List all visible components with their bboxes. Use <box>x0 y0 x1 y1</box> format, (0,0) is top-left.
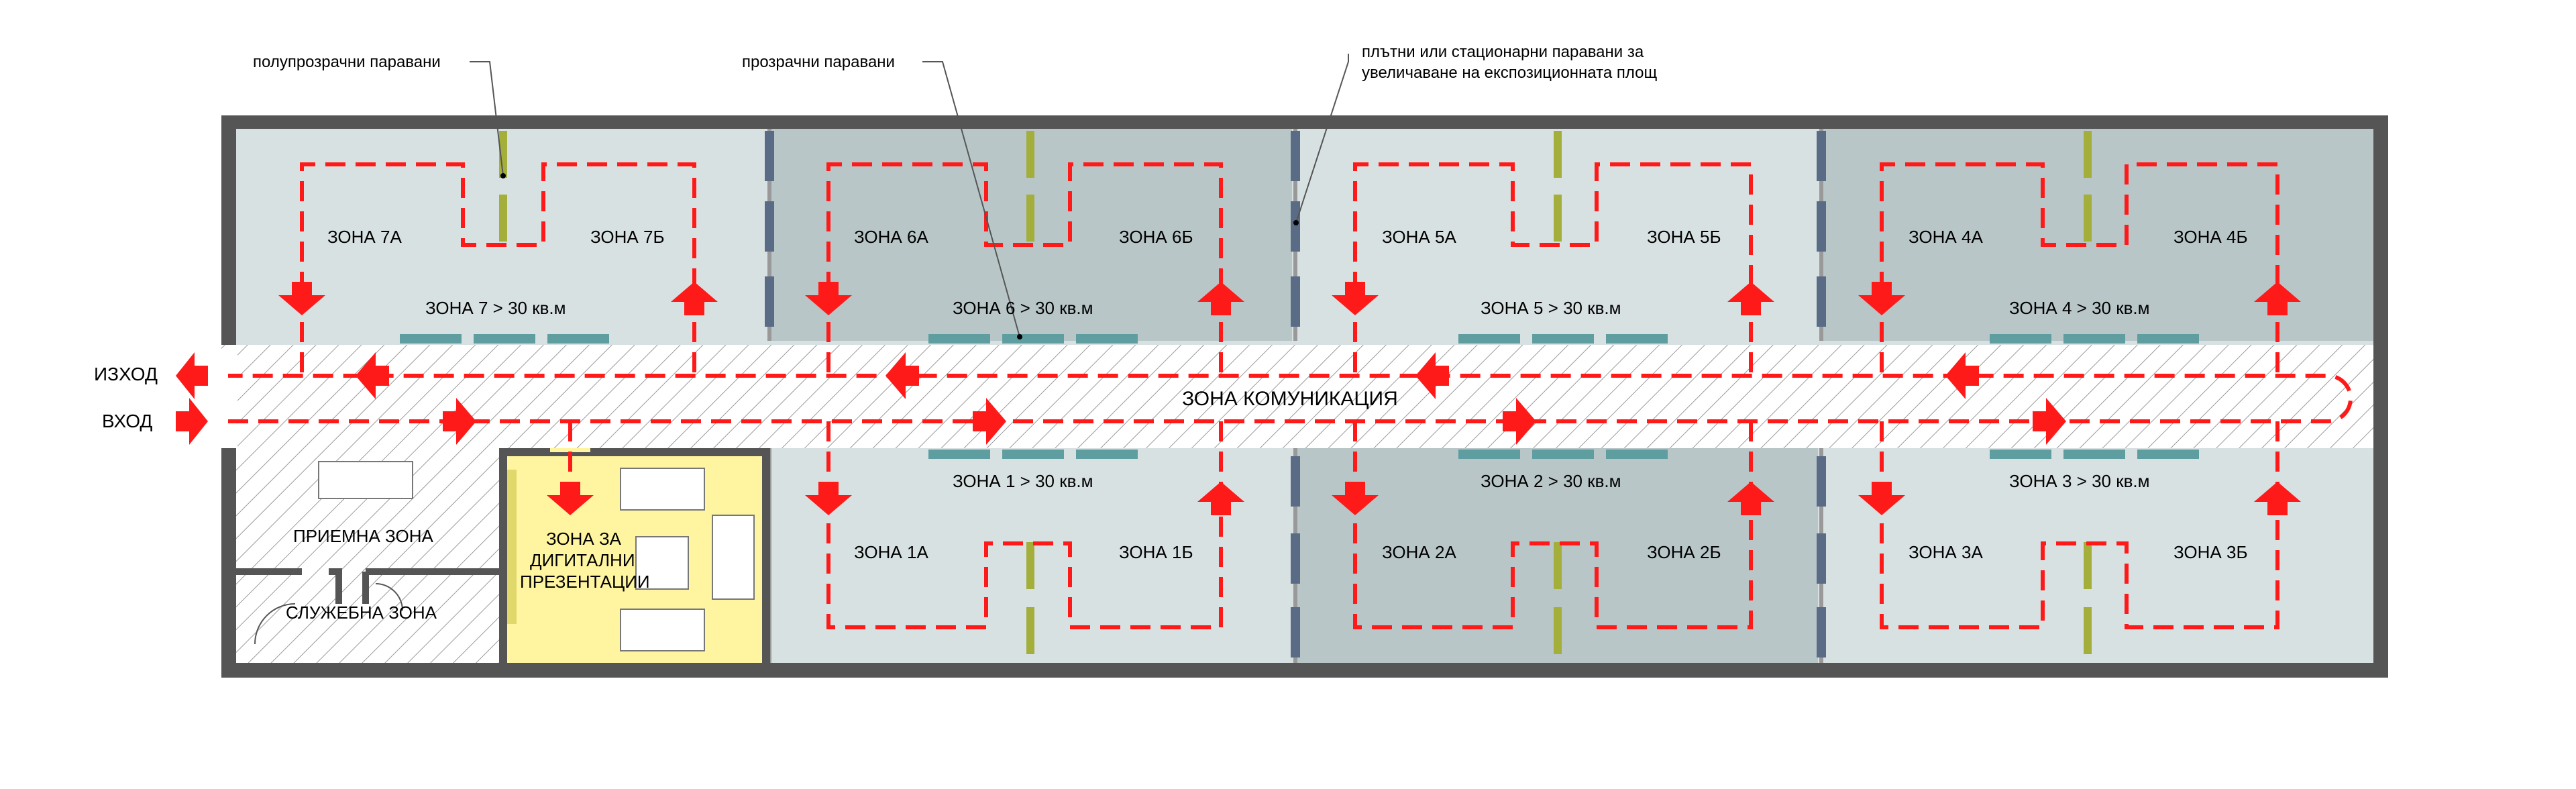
entrance-gap <box>208 349 237 448</box>
arrow-left-icon <box>885 352 919 399</box>
zone-5-area: ЗОНА 5 > 30 кв.м <box>1481 298 1621 318</box>
digital-label-line3: ПРЕЗЕНТАЦИИ <box>520 572 650 592</box>
annotation-leaders <box>470 54 1349 337</box>
arrow-down-icon <box>805 282 852 315</box>
zone-2b-label: ЗОНА 2Б <box>1647 542 1721 562</box>
zone-7b-label: ЗОНА 7Б <box>590 227 665 247</box>
arrow-right-icon <box>973 398 1006 445</box>
service-zone-walls <box>236 568 499 604</box>
annotation-translucent-screens: полупрозрачни паравани <box>253 53 441 71</box>
zone-6a-label: ЗОНА 6А <box>854 227 928 247</box>
showcases-bottom <box>928 450 2199 459</box>
zone-3-area: ЗОНА 3 > 30 кв.м <box>2009 471 2150 491</box>
service-label: СЛУЖЕБНА ЗОНА <box>286 602 437 623</box>
service-door-swing <box>254 603 296 645</box>
table <box>635 536 689 590</box>
arrow-down-icon <box>547 482 594 515</box>
arrow-down-icon <box>278 282 325 315</box>
reception-desk <box>318 461 413 499</box>
digital-label-line2: ДИГИТАЛНИ <box>530 550 635 570</box>
exit-arrow-icon <box>176 352 208 399</box>
zone-6b-label: ЗОНА 6Б <box>1119 227 1193 247</box>
arrow-left-icon <box>1945 352 1979 399</box>
digital-label-line1: ЗОНА ЗА <box>546 529 622 549</box>
zone-4b-label: ЗОНА 4Б <box>2174 227 2248 247</box>
sofa <box>620 468 705 511</box>
zone-3b-label: ЗОНА 3Б <box>2174 542 2248 562</box>
arrow-left-icon <box>1415 352 1449 399</box>
zone-1a-label: ЗОНА 1А <box>854 542 928 562</box>
zone-5a-label: ЗОНА 5А <box>1382 227 1456 247</box>
arrow-left-icon <box>356 352 389 399</box>
reception-label: ПРИЕМНА ЗОНА <box>293 526 433 546</box>
route-arrows <box>176 282 2301 515</box>
corridor-label: ЗОНА КОМУНИКАЦИЯ <box>1182 388 1398 410</box>
zone-1b-label: ЗОНА 1Б <box>1119 542 1193 562</box>
arrow-up-icon <box>671 282 718 315</box>
entry-label: ВХОД <box>102 411 152 431</box>
zone-4a-label: ЗОНА 4А <box>1909 227 1983 247</box>
zone-1-area: ЗОНА 1 > 30 кв.м <box>953 471 1093 491</box>
arrow-down-icon <box>1858 282 1905 315</box>
arrow-up-icon <box>2254 282 2301 315</box>
arrow-right-icon <box>443 398 476 445</box>
zone-2-area: ЗОНА 2 > 30 кв.м <box>1481 471 1621 491</box>
arrow-down-icon <box>805 482 852 515</box>
arrow-right-icon <box>1503 398 1536 445</box>
communication-corridor <box>221 345 2373 448</box>
zone-3a-label: ЗОНА 3А <box>1909 542 1983 562</box>
visitor-routes <box>228 162 2353 629</box>
arrow-up-icon <box>1197 282 1244 315</box>
entry-arrow-icon <box>176 398 208 445</box>
zone-7a-label: ЗОНА 7А <box>327 227 402 247</box>
zone-7-area: ЗОНА 7 > 30 кв.м <box>425 298 566 318</box>
arrow-down-icon <box>1858 482 1905 515</box>
sofa <box>620 609 705 651</box>
exit-label: ИЗХОД <box>94 364 158 384</box>
arrow-up-icon <box>1727 482 1774 515</box>
annotation-solid-screens-line2: увеличаване на експозиционната площ <box>1362 64 1657 82</box>
showcases-top <box>400 334 2199 344</box>
arrow-up-icon <box>1197 482 1244 515</box>
sofa <box>712 515 755 600</box>
annotation-solid-screens-line1: плътни или стационарни паравани за <box>1362 43 1644 61</box>
zone-5b-label: ЗОНА 5Б <box>1647 227 1721 247</box>
arrow-down-icon <box>1332 282 1379 315</box>
service-door-swing <box>375 583 403 611</box>
annotation-dots <box>500 173 1299 339</box>
digital-room-screen <box>507 470 517 624</box>
arrow-right-icon <box>2033 398 2066 445</box>
translucent-screens <box>499 131 2092 654</box>
zone-2a-label: ЗОНА 2А <box>1382 542 1456 562</box>
arrow-up-icon <box>1727 282 1774 315</box>
zone-4-area: ЗОНА 4 > 30 кв.м <box>2009 298 2150 318</box>
arrow-down-icon <box>1332 482 1379 515</box>
annotation-transparent-screens: прозрачни паравани <box>742 53 895 71</box>
zone-6-area: ЗОНА 6 > 30 кв.м <box>953 298 1093 318</box>
arrow-up-icon <box>2254 482 2301 515</box>
solid-screens <box>765 131 1826 658</box>
